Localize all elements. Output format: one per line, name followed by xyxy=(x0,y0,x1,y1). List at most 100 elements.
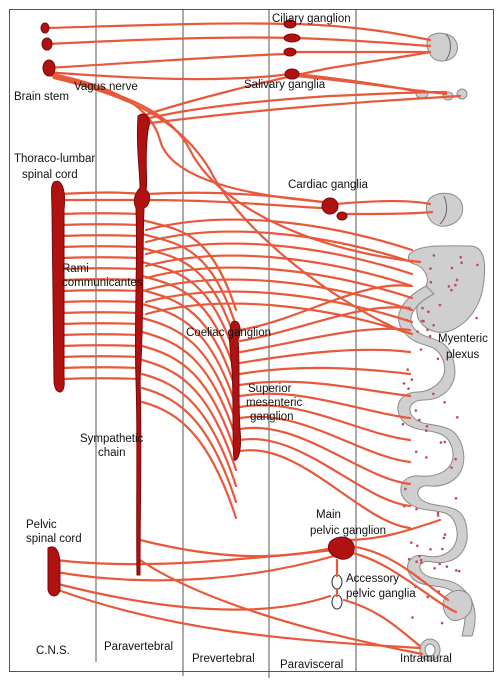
plexus-dot xyxy=(460,261,463,264)
plexus-dot xyxy=(441,622,444,625)
plexus-dot xyxy=(437,514,440,517)
column-label-cns: C.N.S. xyxy=(36,645,70,657)
plexus-dot xyxy=(420,348,423,351)
label-thoraco-lumbar: Thoraco-lumbar xyxy=(14,153,95,165)
plexus-dot xyxy=(416,330,419,333)
ramus-fiber xyxy=(62,213,140,214)
salivary-gland-3 xyxy=(457,89,467,99)
nerve-ciliary-post-1 xyxy=(296,24,430,40)
plexus-dot xyxy=(407,387,410,390)
plexus-dot xyxy=(430,281,433,284)
nerve-ciliary-post-2 xyxy=(296,38,430,46)
plexus-dot xyxy=(416,545,419,548)
column-label-paravertebral: Paravertebral xyxy=(104,641,173,653)
rami-cardiac-1 xyxy=(60,193,140,195)
label-brain-stem: Brain stem xyxy=(14,91,69,103)
plexus-dot xyxy=(448,285,451,288)
label-main: Main xyxy=(316,509,341,521)
plexus-dot xyxy=(408,558,411,561)
plexus-dot xyxy=(455,569,458,572)
ramus-fiber xyxy=(62,235,140,236)
organs xyxy=(332,33,485,661)
nerve-cranial-1 xyxy=(46,23,290,28)
ramus-fiber xyxy=(62,378,140,379)
plexus-dot xyxy=(441,548,444,551)
plexus-dot xyxy=(429,267,432,270)
brainstem-nucleus-3 xyxy=(43,60,55,76)
plexus-dot xyxy=(422,320,425,323)
ramus-fiber xyxy=(62,301,140,302)
plexus-dot xyxy=(432,393,435,396)
cardiac-post-1 xyxy=(336,201,430,204)
plexus-dot xyxy=(443,401,446,404)
plexus-dot xyxy=(410,541,413,544)
pelvic-symp-2 xyxy=(140,540,332,556)
column-label-paravisceral: Paravisceral xyxy=(280,659,343,671)
plexus-dot xyxy=(415,560,418,563)
plexus-dot xyxy=(429,335,432,338)
ramus-fiber xyxy=(62,257,140,258)
label-myenteric: Myenteric xyxy=(438,333,488,345)
plexus-dot xyxy=(425,429,428,432)
brainstem-nucleus-2 xyxy=(42,38,52,50)
nerve-cranial-3 xyxy=(46,54,288,68)
sympathetic-chain-ganglia xyxy=(134,114,149,575)
plexus-dot xyxy=(455,497,458,500)
plexus-dot xyxy=(438,563,441,566)
plexus-dot xyxy=(446,565,449,568)
postganglionic-fiber xyxy=(240,368,410,374)
plexus-dot xyxy=(421,307,424,310)
label-accessory: Accessory xyxy=(346,573,399,585)
label-ciliary-ganglion: Ciliary ganglion xyxy=(272,13,351,25)
label-spinal-cord: spinal cord xyxy=(22,169,78,181)
label-cardiac-ganglia: Cardiac ganglia xyxy=(288,179,369,191)
label-coeliac-ganglion: Coeliac ganglion xyxy=(186,327,271,339)
plexus-dot xyxy=(456,416,459,419)
plexus-dot xyxy=(425,456,428,459)
plexus-dot xyxy=(427,311,430,314)
column-label-prevertebral: Prevertebral xyxy=(192,653,255,665)
ramus-fiber xyxy=(62,334,140,335)
postganglionic-fiber xyxy=(240,350,410,363)
ramus-fiber xyxy=(62,224,140,225)
ramus-fiber xyxy=(62,356,140,357)
plexus-dot xyxy=(460,256,463,259)
plexus-dot xyxy=(411,378,414,381)
label-mesenteric: mesenteric xyxy=(246,397,302,409)
label-accessory-pelvic-ganglia: pelvic ganglia xyxy=(346,588,416,600)
column-label-intramural: Intramural xyxy=(400,653,452,665)
ramus-fiber xyxy=(62,312,140,313)
ciliary-ganglion-node-3 xyxy=(284,48,296,56)
label-plexus: plexus xyxy=(446,349,479,361)
ramus-fiber xyxy=(62,367,140,368)
plexus-dot xyxy=(426,328,429,331)
plexus-dot xyxy=(411,616,414,619)
label-mesenteric-ganglion: ganglion xyxy=(250,411,293,423)
label-rami: Rami xyxy=(62,263,89,275)
salivary-ganglion-node xyxy=(285,69,299,79)
ramus-fiber xyxy=(62,323,140,324)
plexus-dot xyxy=(444,533,447,536)
plexus-dot xyxy=(450,289,453,292)
sympathetic-head-1 xyxy=(142,92,446,120)
cardiac-post-2 xyxy=(340,212,432,214)
plexus-dot xyxy=(415,451,418,454)
plexus-dot xyxy=(404,488,407,491)
plexus-dot xyxy=(429,548,432,551)
plexus-dot xyxy=(475,317,478,320)
plexus-dot xyxy=(426,425,429,428)
label-chain: chain xyxy=(98,447,126,459)
plexus-dot xyxy=(433,567,436,570)
pelvic-spinal-cord xyxy=(48,547,60,596)
vagus-to-heart xyxy=(52,74,324,202)
brainstem-nucleus-1 xyxy=(41,23,49,33)
plexus-dot xyxy=(450,466,453,469)
plexus-dot xyxy=(443,537,446,540)
rami-communicantes xyxy=(62,213,140,379)
plexus-dot xyxy=(437,358,440,361)
plexus-dot xyxy=(458,570,461,573)
splanchnic-fiber xyxy=(142,388,236,502)
plexus-dot xyxy=(433,254,436,257)
ciliary-ganglion-node-2 xyxy=(284,34,300,42)
